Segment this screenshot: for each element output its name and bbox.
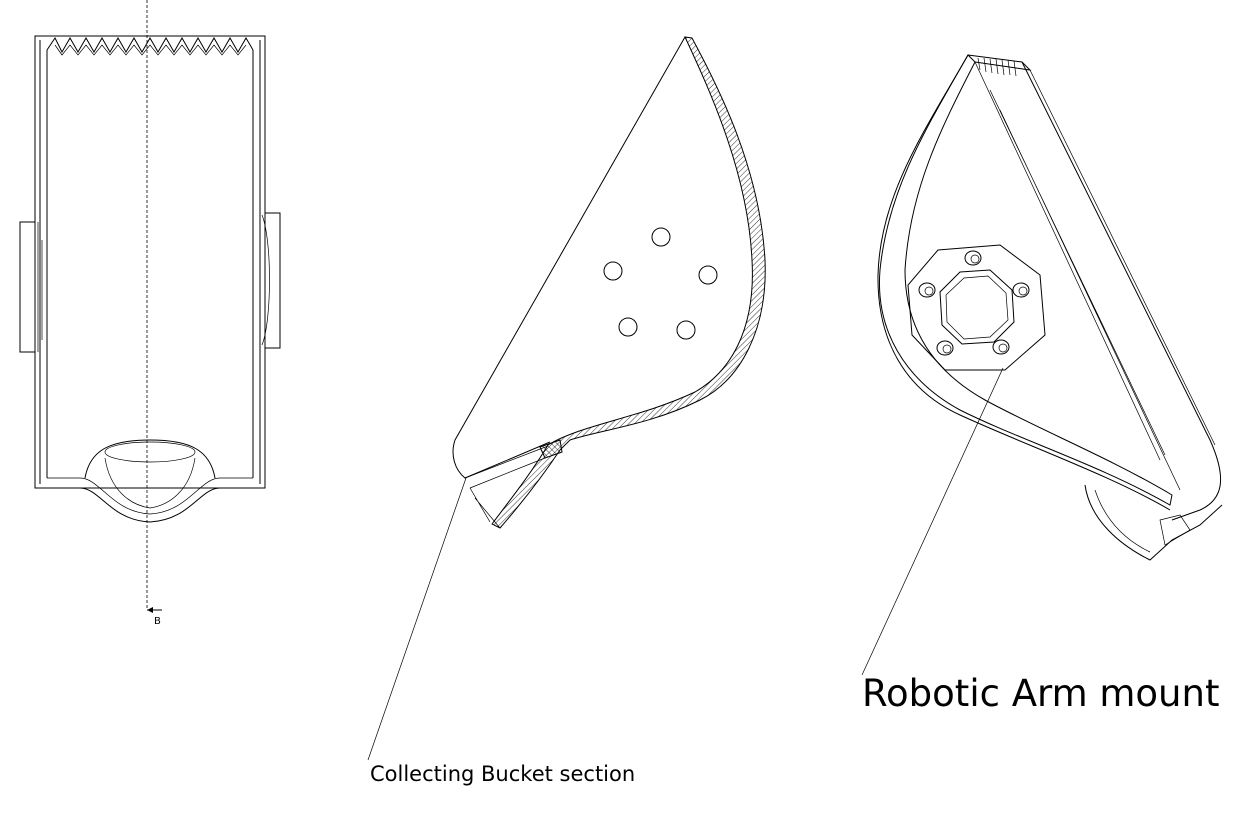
mount-bore-outer — [939, 269, 1015, 345]
front-view-right-wall — [252, 40, 261, 484]
mount-bolt-hole-inner — [1018, 286, 1028, 296]
section-view-lip — [539, 439, 563, 459]
front-view-left-flange — [19, 221, 36, 353]
section-view-hole — [603, 261, 623, 281]
mount-bore-inner — [945, 275, 1009, 340]
section-view-body — [452, 36, 686, 479]
isometric-hopper-inner — [1094, 489, 1191, 553]
front-view-teeth-inner — [54, 44, 247, 56]
robotic-arm-leader — [861, 367, 1004, 676]
section-marker-label: B — [154, 616, 161, 627]
front-view-hopper-rim — [104, 441, 196, 463]
front-view-right-flange — [264, 212, 281, 349]
isometric-view: Robotic Arm mount — [861, 54, 1223, 715]
mount-bolt-hole — [936, 340, 954, 356]
mount-bolt-hole-inner — [942, 344, 952, 354]
section-view-back-wall — [491, 36, 766, 529]
isometric-back-edge — [1021, 61, 1222, 521]
front-view-outline — [34, 35, 266, 489]
mount-bolt-hole-inner — [924, 286, 934, 296]
section-view-hole — [698, 265, 718, 285]
section-view-hole — [651, 227, 671, 247]
section-view-hole — [618, 317, 638, 337]
front-view: B — [19, 0, 281, 627]
mount-bolt-hole — [992, 339, 1010, 355]
front-view-base-inner — [47, 477, 253, 515]
section-arrow-head — [147, 607, 153, 613]
section-view: Collecting Bucket section — [367, 36, 766, 786]
front-view-base — [35, 487, 265, 523]
isometric-side-plate — [878, 54, 1173, 506]
front-view-teeth — [46, 36, 254, 54]
front-view-hopper-walls — [104, 457, 196, 509]
front-view-left-flange-detail — [37, 222, 43, 352]
section-view-lip-lines — [464, 445, 549, 529]
mount-bolt-hole — [1012, 282, 1030, 298]
collecting-bucket-callout: Collecting Bucket section — [370, 762, 635, 786]
mount-bolt-hole — [918, 282, 936, 298]
isometric-outline — [877, 54, 1171, 511]
isometric-teeth — [977, 57, 1017, 77]
front-view-left-wall — [39, 40, 48, 484]
collecting-bucket-leader — [367, 477, 467, 761]
section-view-hole — [676, 320, 696, 340]
front-view-right-flange-detail — [261, 214, 270, 346]
mount-bolt-hole-inner — [998, 343, 1008, 353]
robotic-arm-callout: Robotic Arm mount — [862, 672, 1219, 715]
front-view-hopper — [84, 439, 216, 479]
mount-flange — [907, 244, 1046, 371]
isometric-back-edge-inner — [974, 61, 1216, 491]
isometric-hopper — [1084, 484, 1223, 561]
mount-bolt-hole — [964, 250, 982, 266]
mount-bolt-hole-inner — [970, 254, 980, 264]
